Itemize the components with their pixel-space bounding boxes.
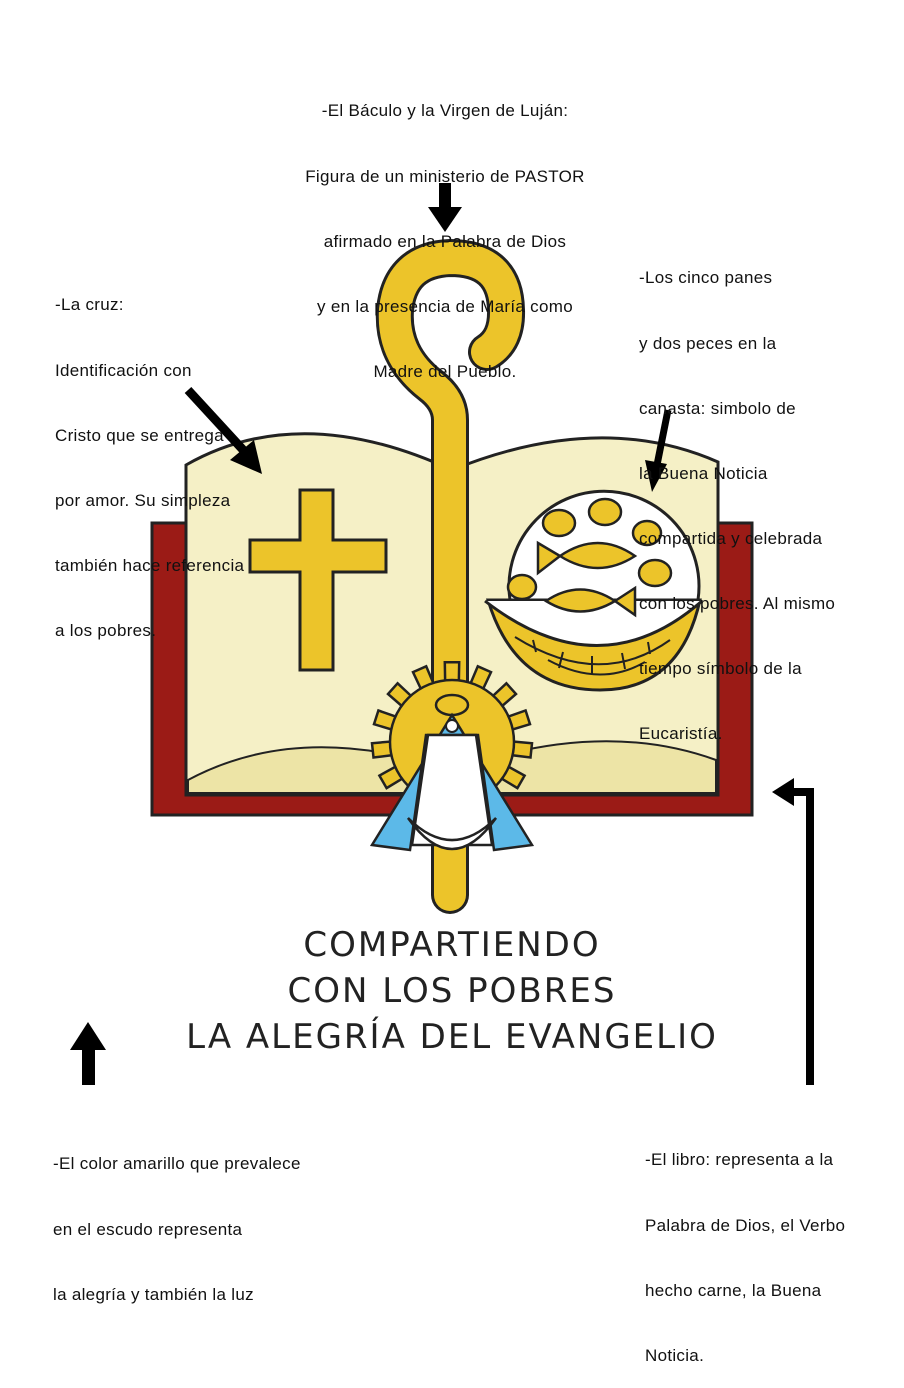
note-line: Noticia. — [645, 1345, 705, 1365]
note-line: Identificación con — [55, 360, 192, 380]
arrow-diagonal-icon — [184, 386, 262, 474]
note-line: y en la presencia de María como — [317, 296, 573, 316]
arrow-elbow-icon — [772, 778, 814, 1085]
note-line: -El libro: representa a la — [645, 1150, 834, 1170]
note-line: afirmado en la Palabra de Dios — [323, 231, 567, 251]
note-cruz: -La cruz: Identificación con Cristo que … — [55, 251, 244, 663]
note-line: -El Báculo y la Virgen de Luján: — [321, 101, 569, 121]
basket-with-loaves-and-fishes — [484, 489, 703, 692]
note-line: Figura de un ministerio de PASTOR — [305, 166, 585, 186]
note-line: Eucaristía. — [639, 724, 723, 744]
note-line: por amor. Su simpleza — [55, 490, 231, 510]
note-line: Cristo que se entrega — [55, 425, 224, 445]
motto-line: LA ALEGRÍA DEL EVANGELIO — [186, 1017, 718, 1057]
note-line: con los pobres. Al mismo — [639, 593, 836, 613]
note-panes: -Los cinco panes y dos peces en la canas… — [639, 224, 835, 767]
motto-line: COMPARTIENDO — [303, 925, 601, 965]
arrow-up-icon — [70, 1022, 106, 1085]
note-line: Palabra de Dios, el Verbo — [645, 1215, 846, 1235]
note-line: y dos peces en la — [639, 333, 777, 353]
note-line: -Los cinco panes — [639, 268, 773, 288]
note-line: en el escudo representa — [53, 1219, 243, 1239]
arrow-diagonal-icon — [645, 409, 672, 492]
note-line: hecho carne, la Buena — [645, 1280, 822, 1300]
note-line: a los pobres. — [55, 620, 157, 640]
crozier-staff — [375, 239, 526, 914]
motto-title: COMPARTIENDO CON LOS POBRES LA ALEGRÍA D… — [0, 922, 904, 1060]
note-baculo: -El Báculo y la Virgen de Luján: Figura … — [245, 57, 645, 404]
note-line: -El color amarillo que prevalece — [53, 1154, 301, 1174]
note-line: la Buena Noticia — [639, 463, 768, 483]
coat-of-arms-illustration — [70, 183, 814, 1085]
cross-icon — [248, 488, 388, 672]
note-line: la alegría y también la luz — [53, 1284, 254, 1304]
arrow-down-icon — [428, 183, 462, 232]
note-line: también hace referencia — [55, 555, 245, 575]
note-line: compartida y celebrada — [639, 528, 823, 548]
note-libro: -El libro: representa a la Palabra de Di… — [645, 1106, 845, 1388]
virgin-of-lujan — [369, 661, 535, 852]
note-line: -La cruz: — [55, 295, 124, 315]
note-amarillo: -El color amarillo que prevalece en el e… — [53, 1110, 301, 1327]
note-line: Madre del Pueblo. — [373, 361, 517, 381]
note-line: tiempo símbolo de la — [639, 659, 802, 679]
motto-line: CON LOS POBRES — [287, 971, 617, 1011]
note-line: canasta: simbolo de — [639, 398, 796, 418]
